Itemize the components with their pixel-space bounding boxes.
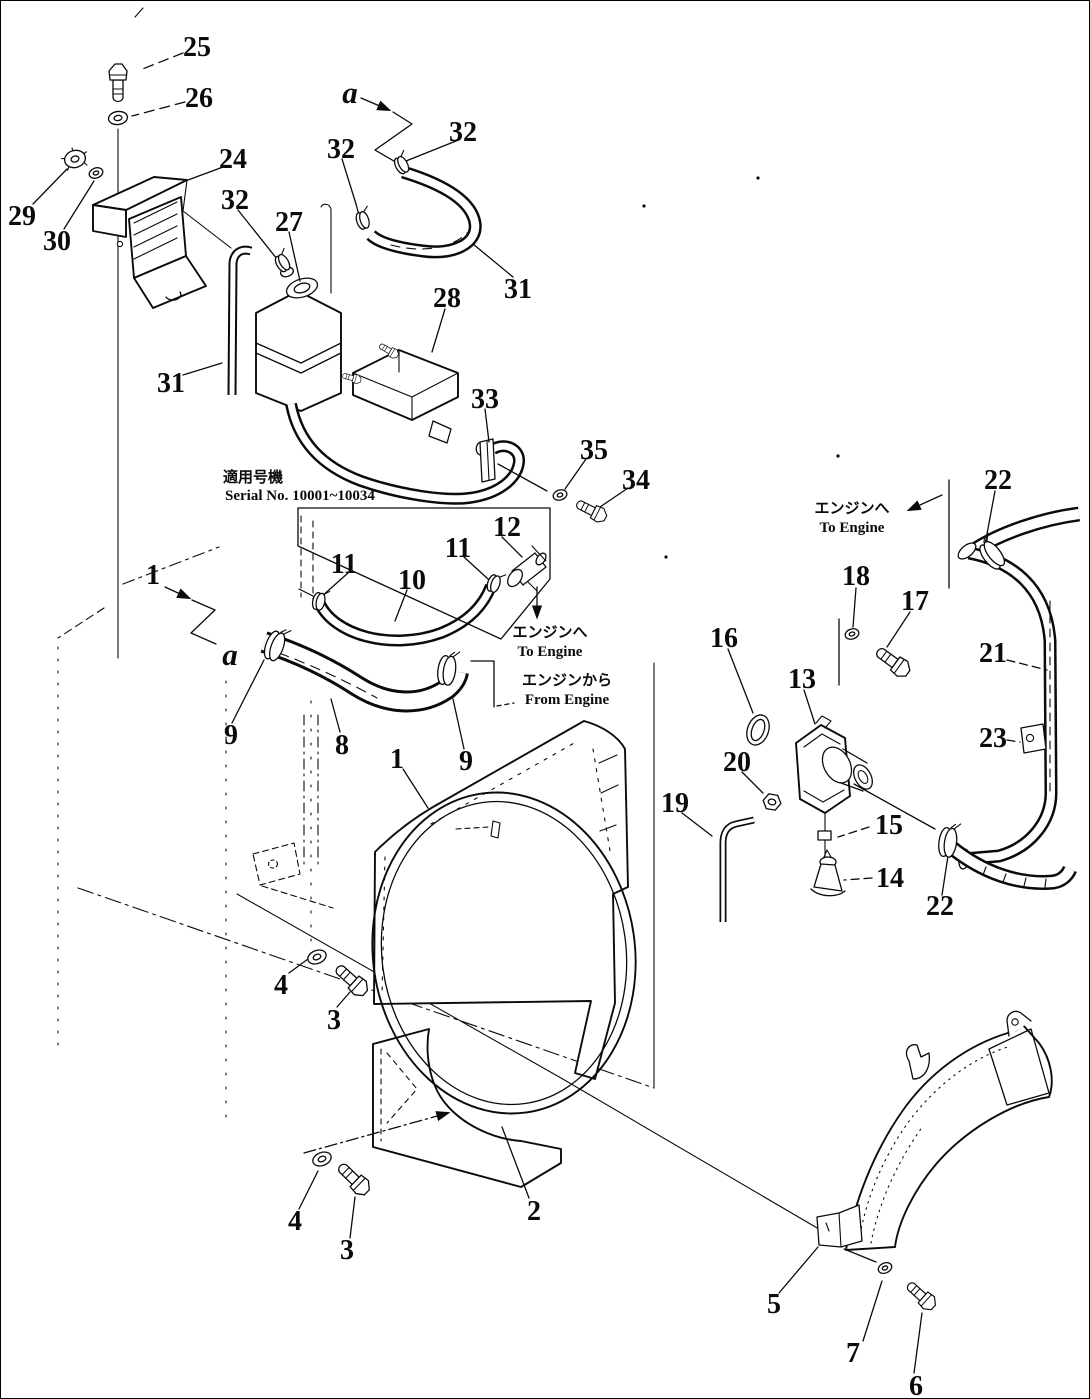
overflow-tube-31 xyxy=(227,245,253,396)
view-marker-1: a xyxy=(222,637,238,672)
leader-lines xyxy=(32,52,1048,1374)
part-label-19-31: 19 xyxy=(661,788,689,819)
washer-4-upper xyxy=(305,946,329,968)
belt-guard xyxy=(816,1010,1053,1251)
tank-bracket-28 xyxy=(341,340,459,444)
pipe-clip-23 xyxy=(1020,723,1047,754)
part-label-2-36: 2 xyxy=(527,1196,541,1227)
part-label-23-29: 23 xyxy=(979,723,1007,754)
part-label-8-21: 8 xyxy=(335,730,349,761)
part-label-20-30: 20 xyxy=(723,747,751,778)
part-label-34-14: 34 xyxy=(622,465,650,496)
part-label-9-20: 9 xyxy=(224,720,238,751)
nut-29 xyxy=(60,147,88,171)
part-label-31-11: 31 xyxy=(157,368,185,399)
reserve-tank xyxy=(255,203,342,412)
washer-26 xyxy=(107,109,129,127)
part-label-32-6: 32 xyxy=(449,117,477,148)
part-label-16-24: 16 xyxy=(710,623,738,654)
part-label-6-43: 6 xyxy=(909,1371,923,1398)
part-label-5-41: 5 xyxy=(767,1289,781,1320)
part-label-21-28: 21 xyxy=(979,638,1007,669)
fan-opening xyxy=(371,791,637,1115)
part-label-14-33: 14 xyxy=(876,863,904,894)
plug-15 xyxy=(817,830,832,841)
fan-shroud-upper xyxy=(373,720,629,1080)
clamp-bracket-33 xyxy=(475,438,496,483)
fitting-12 xyxy=(507,545,547,592)
part-label-33-12: 33 xyxy=(471,384,499,415)
valve-14 xyxy=(810,849,846,897)
flow-label-from-engine-mid-en: From Engine xyxy=(525,692,610,708)
part-label-28-9: 28 xyxy=(433,283,461,314)
nut-20 xyxy=(761,792,783,812)
part-label-32-5: 32 xyxy=(327,134,355,165)
washer-30 xyxy=(87,165,105,181)
water-pipe-21 xyxy=(957,506,1081,870)
drain-pipe-19 xyxy=(719,816,755,922)
part-label-29-2: 29 xyxy=(8,201,36,232)
part-label-17-27: 17 xyxy=(901,586,929,617)
part-label-27-8: 27 xyxy=(275,207,303,238)
part-label-32-7: 32 xyxy=(221,185,249,216)
hose-8 xyxy=(260,631,469,713)
washer-4-lower xyxy=(310,1148,334,1170)
part-label-25-0: 25 xyxy=(183,32,211,63)
part-label-3-38: 3 xyxy=(327,1005,341,1036)
bolt-34 xyxy=(573,496,610,526)
washer-18 xyxy=(843,626,861,642)
flow-label-to-engine-right-jp: エンジンへ xyxy=(814,501,889,517)
part-label-7-42: 7 xyxy=(846,1338,860,1369)
view-marker-0: a xyxy=(342,75,358,110)
flow-label-to-engine-mid-en: To Engine xyxy=(518,644,583,660)
hardware xyxy=(60,63,1010,1314)
hose-10 xyxy=(313,583,497,647)
part-label-22-35: 22 xyxy=(926,891,954,922)
part-label-11-16: 11 xyxy=(445,533,471,564)
part-label-12-15: 12 xyxy=(493,512,521,543)
part-label-15-32: 15 xyxy=(875,810,903,841)
washer-7 xyxy=(875,1259,895,1277)
fan-shroud-lower xyxy=(372,1028,562,1188)
clamp-11-right xyxy=(484,569,507,595)
serial-note-en: Serial No. 10001~10034 xyxy=(225,488,375,504)
o-ring-16 xyxy=(746,714,770,746)
part-label-4-39: 4 xyxy=(288,1206,302,1237)
bolt-3-lower xyxy=(333,1158,375,1200)
part-label-4-37: 4 xyxy=(274,970,288,1001)
part-label-22-34: 22 xyxy=(984,465,1012,496)
hose-22-lower xyxy=(946,841,1077,890)
washer-35 xyxy=(551,487,569,503)
clamp-32-mid xyxy=(352,205,375,232)
annotations: エンジンへ To Engine エンジンから From Engine エンジンへ To E… xyxy=(223,468,890,708)
part-label-18-26: 18 xyxy=(842,561,870,592)
thermostat-housing-13 xyxy=(795,715,873,858)
flow-label-to-engine-mid-jp: エンジンへ xyxy=(512,625,587,641)
part-label-10-18: 10 xyxy=(398,565,426,596)
flow-label-from-engine-mid-jp: エンジンから xyxy=(522,672,612,689)
part-label-11-17: 11 xyxy=(331,549,357,580)
tank-bracket xyxy=(92,176,232,309)
bolt-17 xyxy=(871,642,915,681)
bolt-6 xyxy=(902,1277,940,1314)
part-label-9-23: 9 xyxy=(459,746,473,777)
overflow-hose-31 xyxy=(366,165,482,259)
part-label-1-19: 1 xyxy=(146,560,160,591)
part-label-31-10: 31 xyxy=(504,274,532,305)
part-label-1-22: 1 xyxy=(390,744,404,775)
tank-drain-hose xyxy=(285,402,525,505)
part-label-26-1: 26 xyxy=(185,83,213,114)
part-label-30-3: 30 xyxy=(43,226,71,257)
part-label-3-40: 3 xyxy=(340,1235,354,1266)
bolt-25 xyxy=(108,63,128,103)
part-label-13-25: 13 xyxy=(788,664,816,695)
part-label-24-4: 24 xyxy=(219,144,247,175)
part-label-35-13: 35 xyxy=(580,435,608,466)
flow-label-to-engine-right-en: To Engine xyxy=(820,520,885,536)
serial-note-jp: 適用号機 xyxy=(223,468,283,486)
